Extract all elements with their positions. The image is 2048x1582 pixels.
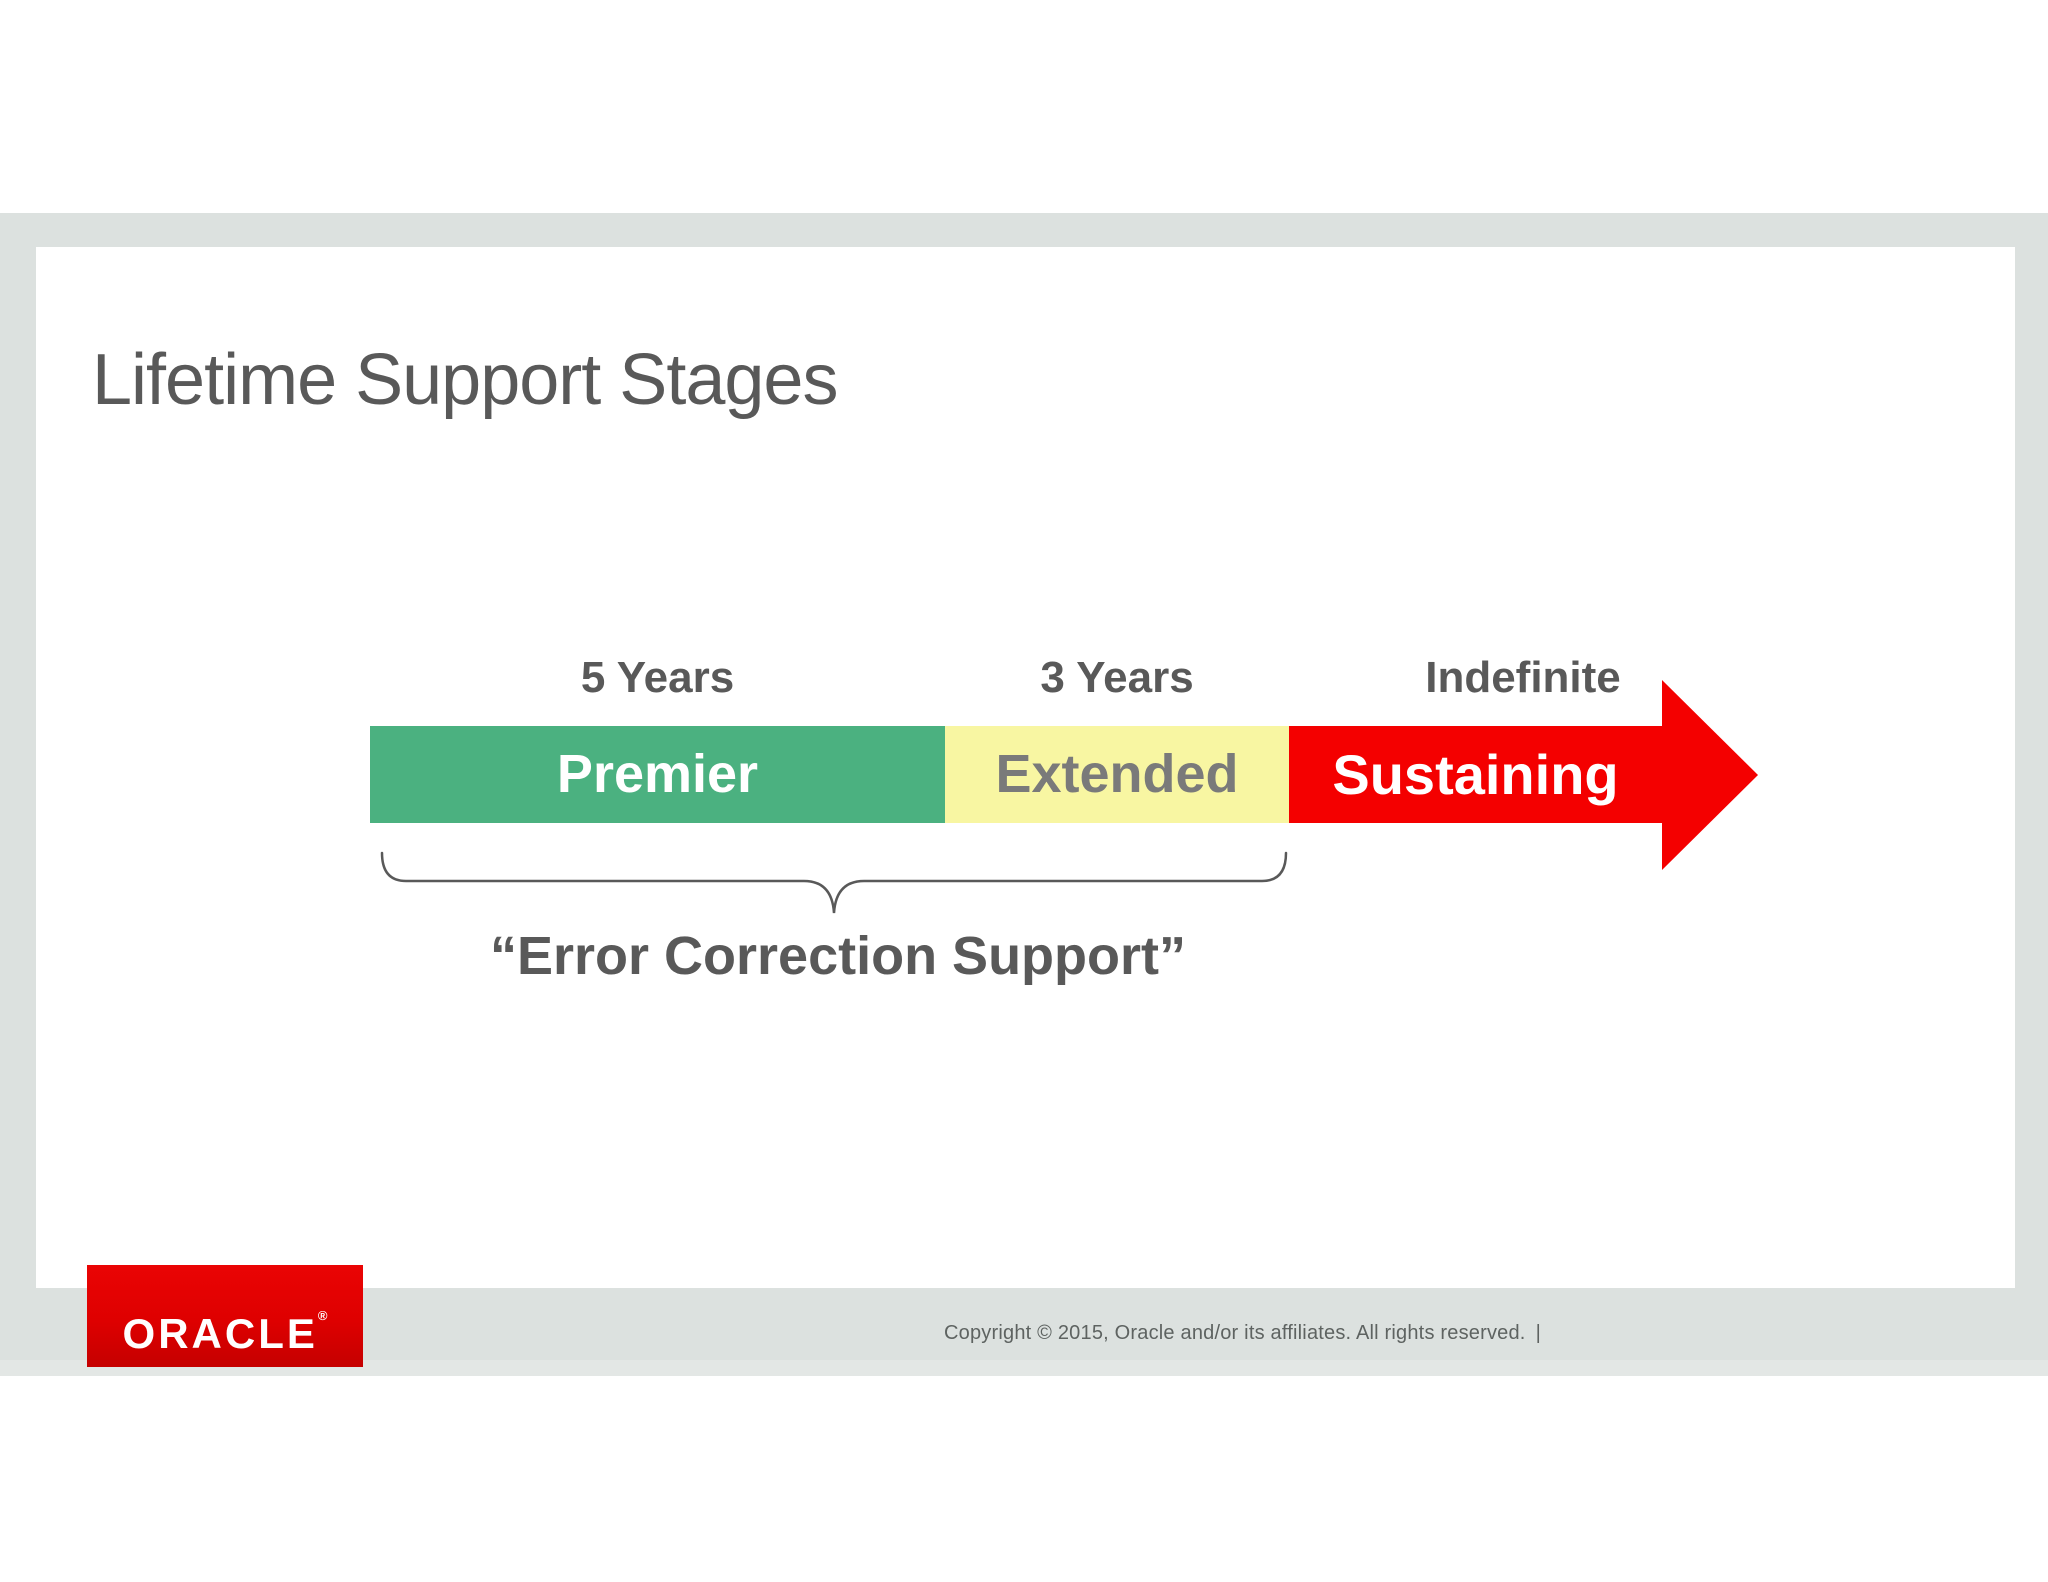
brace-caption: “Error Correction Support” [489, 926, 1187, 986]
slide-title: Lifetime Support Stages [92, 340, 838, 420]
copyright-line: Copyright © 2015, Oracle and/or its affi… [944, 1322, 1526, 1344]
arrow-head-icon [1662, 680, 1758, 870]
oracle-logo-text: ORACLE [122, 1310, 318, 1357]
oracle-logo: ORACLE® [87, 1265, 363, 1367]
stage-bar-extended: Extended [945, 726, 1289, 823]
footer-divider: | [1535, 1322, 1541, 1344]
duration-label-extended: 3 Years [1040, 653, 1194, 702]
copyright-text: Copyright © 2015, Oracle and/or its affi… [944, 1322, 1541, 1345]
stage-bar-sustaining-label: Sustaining [1332, 743, 1619, 806]
curly-brace-icon [380, 851, 1288, 914]
registered-trademark-icon: ® [317, 1308, 328, 1323]
stage-bar-sustaining: Sustaining [1289, 726, 1662, 823]
duration-label-premier: 5 Years [580, 653, 735, 702]
duration-label-sustaining: Indefinite [1425, 653, 1621, 702]
background-band-edge [0, 1360, 2048, 1376]
stage-bar-premier: Premier [370, 726, 945, 823]
